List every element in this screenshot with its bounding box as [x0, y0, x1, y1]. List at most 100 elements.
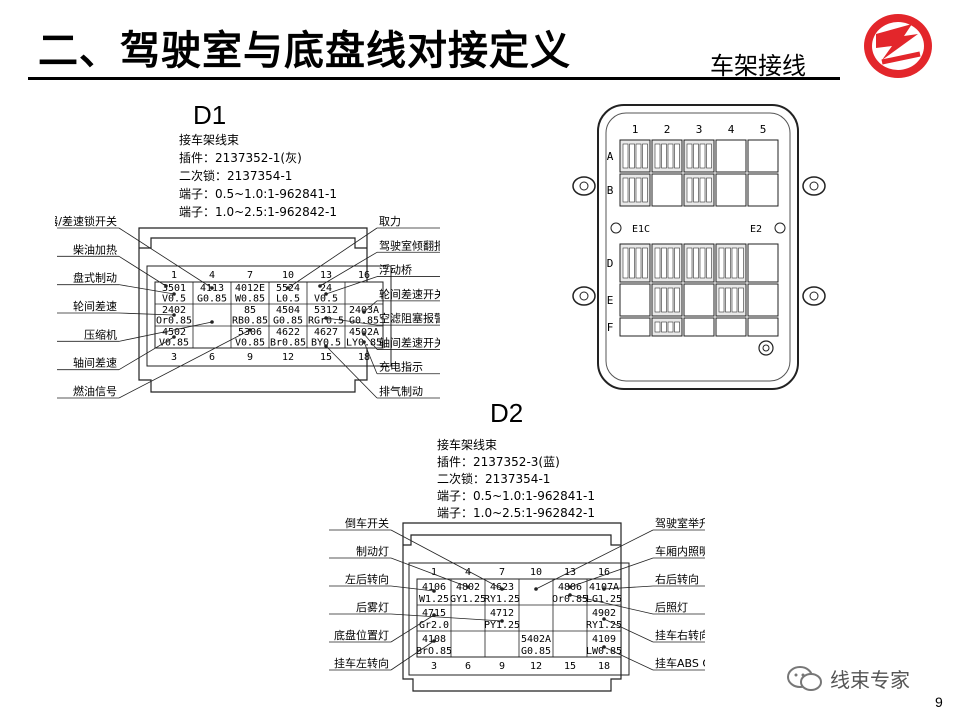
panel-socket-empty [747, 243, 779, 283]
leader-line [118, 312, 175, 316]
leader-arrow [210, 286, 214, 290]
leader-arrow [172, 292, 176, 296]
wire-code: 4712 [490, 608, 514, 619]
wire-code: 5402A [521, 634, 551, 645]
leader-line [118, 336, 175, 371]
wire-spec: LG1.25 [586, 594, 622, 605]
title-rule [28, 77, 840, 80]
wire-spec: W0.85 [235, 293, 265, 304]
right-signal-label: 驾驶室举升 [655, 516, 705, 530]
panel-col-label: 3 [696, 123, 703, 136]
panel-socket-empty [683, 283, 715, 317]
wire-code: 3501 [162, 283, 186, 294]
pin-number: 4 [465, 567, 471, 578]
wire-code: 5306 [238, 327, 262, 338]
panel-socket-empty [747, 283, 779, 317]
connector-inner-frame [408, 562, 630, 676]
panel-col-label: 4 [728, 123, 735, 136]
leader-line [569, 557, 654, 588]
panel-screw-inner [762, 344, 770, 352]
leader-line [118, 255, 167, 287]
leader-line [603, 646, 654, 671]
left-signal-label: 轴间差速 [73, 356, 117, 370]
panel-socket-empty [715, 173, 747, 207]
pin-number: 9 [247, 352, 253, 363]
mount-hole [809, 291, 819, 301]
pin-number: 12 [282, 352, 294, 363]
company-logo-icon [864, 14, 932, 78]
right-signal-label: 挂车ABS On档 [655, 656, 705, 670]
panel-col-label: 1 [632, 123, 639, 136]
wire-code: 5312 [314, 305, 338, 316]
page-subtitle: 车架接线 [710, 52, 806, 80]
socket-pin [661, 247, 667, 279]
wire-spec: RY1.25 [484, 594, 520, 605]
pin-number: 10 [282, 270, 294, 281]
panel-socket-empty [747, 173, 779, 207]
socket-pin [731, 247, 738, 279]
wire-spec: RGr0.5 [308, 315, 344, 326]
left-signal-label: 轮间差速 [73, 299, 117, 313]
leader-arrow [362, 310, 366, 314]
leader-arrow [500, 619, 504, 623]
wire-spec: LW0.85 [586, 646, 622, 657]
left-signal-label: 底盘位置灯 [334, 628, 389, 642]
page-number: 9 [935, 694, 943, 710]
leader-arrow [324, 344, 328, 348]
left-signal-label: 后雾灯 [356, 601, 389, 614]
wire-code: 4622 [276, 327, 300, 338]
panel-row-label: A [607, 150, 614, 163]
leader-line [319, 251, 378, 287]
panel-socket-empty [715, 139, 747, 173]
socket-pin [738, 287, 744, 313]
leader-arrow [568, 585, 572, 589]
right-signal-label: 取力 [379, 215, 401, 228]
leader-line [603, 585, 654, 590]
leader-arrow [164, 284, 168, 288]
d2-connector-diagram: 接车架线束插件：2137352-3(蓝)二次锁：2137354-1端子：0.5~… [329, 437, 705, 692]
spec-line: 二次锁：2137354-1 [437, 471, 550, 486]
leader-line [325, 276, 378, 295]
socket-pin [654, 247, 661, 279]
socket-pin [731, 287, 738, 313]
pin-number: 3 [171, 352, 177, 363]
wire-code: 4627 [314, 327, 338, 338]
d2-label: D2 [490, 398, 524, 428]
socket-pin [693, 143, 699, 169]
leader-line [118, 227, 213, 289]
leader-line [390, 613, 503, 622]
wechat-icon [787, 665, 822, 691]
wire-spec: BrO.85 [416, 646, 452, 657]
pin-number: 16 [358, 270, 370, 281]
spec-line: 接车架线束 [179, 132, 239, 147]
socket-pin [725, 287, 731, 313]
wire-spec: PY1.25 [484, 620, 520, 631]
spec-line: 端子：1.0~2.5:1-962842-1 [437, 506, 595, 520]
connector-body [402, 522, 622, 692]
leader-line [390, 640, 435, 671]
wire-spec: Or0.85 [156, 315, 192, 326]
wire-code: 4109 [592, 634, 616, 645]
watermark-text: 线束专家 [830, 668, 910, 692]
d1-connector-diagram: 接车架线束插件：2137352-1(灰)二次锁：2137354-1端子：0.5~… [55, 132, 440, 399]
socket-pin [661, 287, 667, 313]
wire-spec: V0.85 [235, 337, 265, 348]
wire-spec: RY1.25 [586, 620, 622, 631]
socket-pin [718, 247, 725, 279]
pin-number: 18 [598, 661, 610, 672]
pin-number: 6 [209, 352, 215, 363]
socket-pin [635, 143, 642, 169]
pin-number: 18 [358, 352, 370, 363]
socket-pin [674, 287, 680, 313]
socket-pin [674, 321, 680, 333]
right-signal-label: 车厢内照明 [655, 544, 705, 558]
panel-socket-empty [747, 139, 779, 173]
leader-arrow [602, 587, 606, 591]
pin-number: 1 [171, 270, 177, 281]
socket-pin [667, 247, 674, 279]
socket-pin [667, 287, 674, 313]
leader-arrow [534, 587, 538, 591]
page-title: 二、驾驶室与底盘线对接定义 [38, 28, 571, 74]
leader-arrow [172, 335, 176, 339]
